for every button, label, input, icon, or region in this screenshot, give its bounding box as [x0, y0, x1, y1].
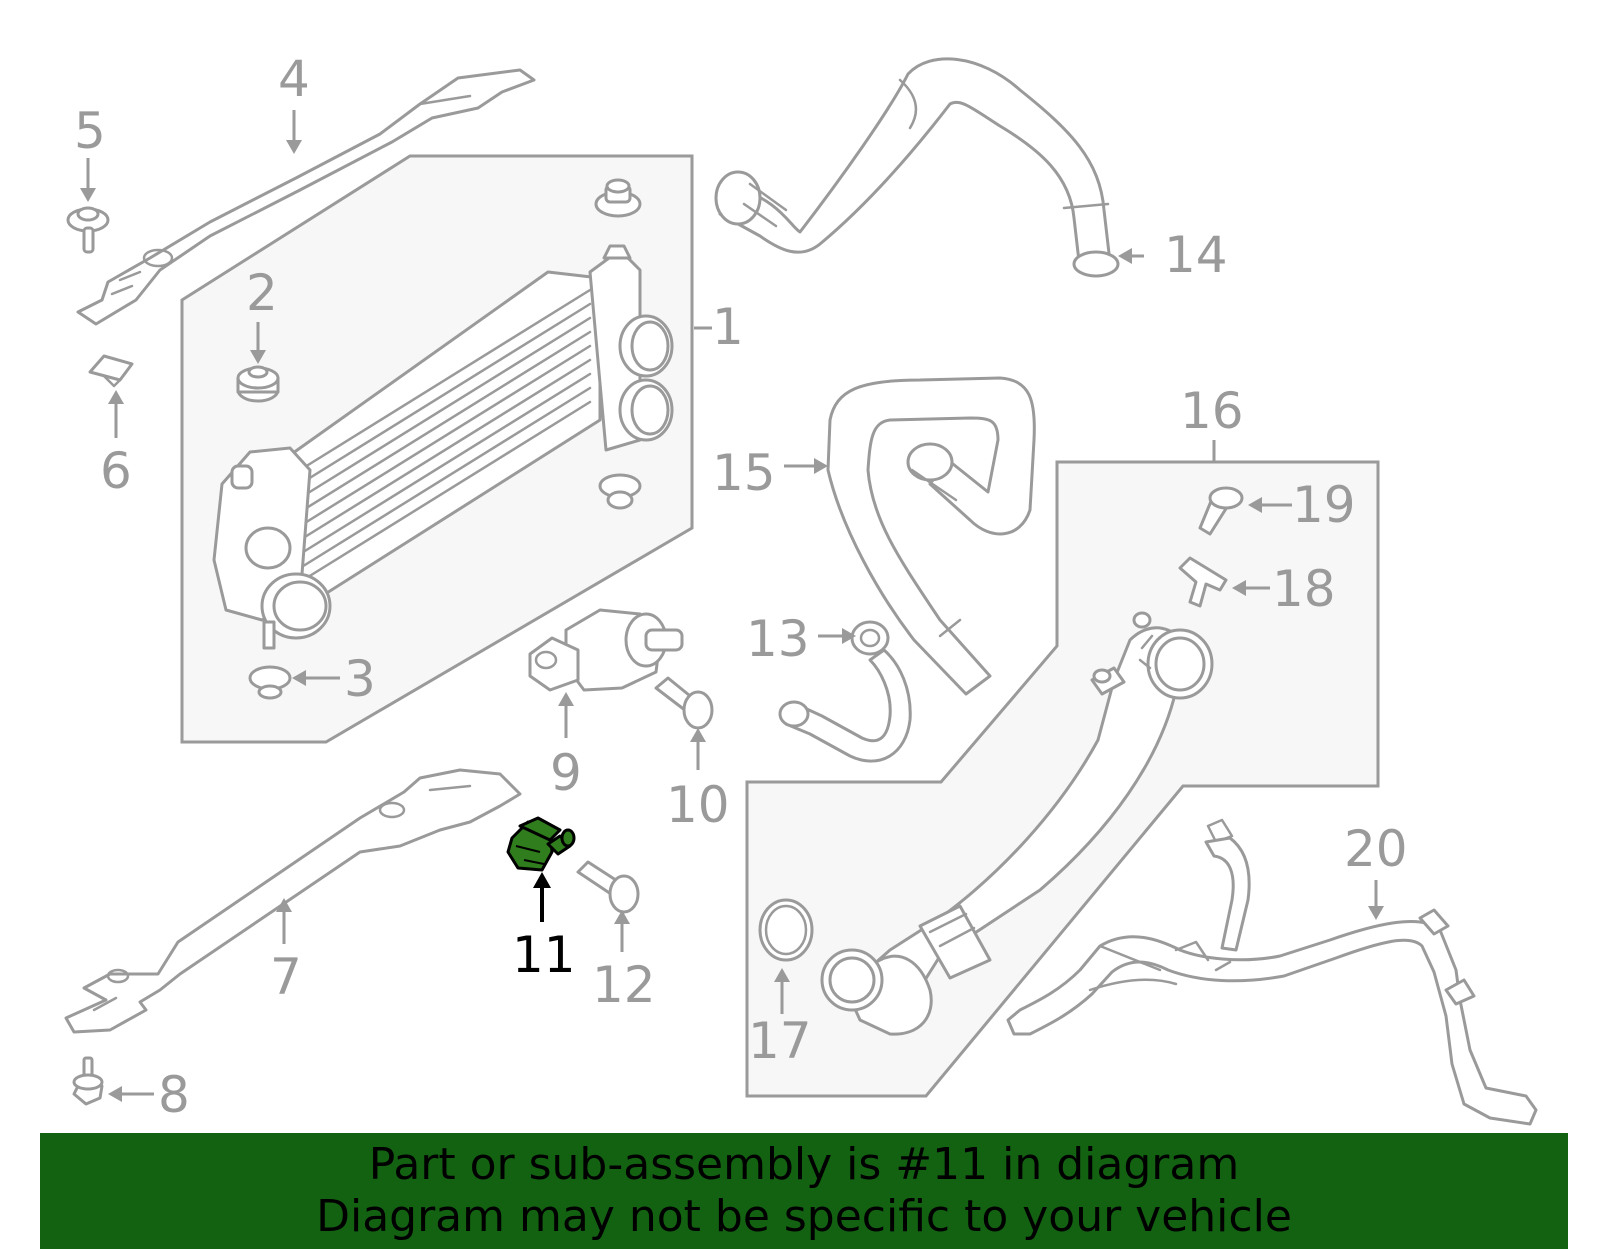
- callout-1: 1: [712, 298, 744, 356]
- insulator-part-3: [248, 665, 292, 700]
- callout-15: 15: [712, 444, 776, 502]
- lower-bracket-part: [64, 768, 522, 1034]
- info-banner: Part or sub-assembly is #11 in diagram D…: [40, 1133, 1568, 1249]
- callout-2: 2: [246, 264, 278, 322]
- callout-11: 11: [512, 926, 576, 984]
- upper-bracket-part: [76, 68, 536, 326]
- callout-5: 5: [74, 102, 106, 160]
- mount-top-part: [594, 178, 642, 218]
- upper-hose-part-14: [714, 57, 1120, 278]
- intercooler-part: [212, 244, 674, 650]
- callout-4: 4: [278, 50, 310, 108]
- tube-part-13: [778, 620, 912, 763]
- callout-18: 18: [1272, 560, 1336, 618]
- callout-13: 13: [746, 610, 810, 668]
- bolt-part-12: [576, 860, 640, 914]
- banner-line-disclaimer: Diagram may not be specific to your vehi…: [316, 1191, 1292, 1242]
- callout-14: 14: [1164, 226, 1228, 284]
- callout-20: 20: [1344, 820, 1408, 878]
- callout-7: 7: [270, 948, 302, 1006]
- outlet-pipe-part-16: [820, 611, 1214, 1036]
- bolt-part-8: [72, 1056, 104, 1106]
- callout-16: 16: [1180, 382, 1244, 440]
- callout-6: 6: [100, 442, 132, 500]
- bolt-part-19: [1198, 486, 1244, 536]
- valve-part-9: [528, 608, 684, 692]
- callout-17: 17: [748, 1012, 812, 1070]
- harness-part-20: [1006, 818, 1538, 1126]
- insulator-part-2: [236, 365, 280, 403]
- leader-line-11: [533, 872, 551, 922]
- highlighted-part-11[interactable]: [506, 816, 576, 872]
- callout-8: 8: [158, 1066, 190, 1124]
- bolt-part-5: [66, 206, 110, 254]
- bolt-part-10: [654, 676, 714, 730]
- banner-line-part-number: Part or sub-assembly is #11 in diagram: [368, 1139, 1240, 1190]
- clip-part-6: [88, 354, 134, 388]
- clip-part-18: [1178, 556, 1228, 608]
- mount-bottom-part: [598, 473, 642, 510]
- callout-10: 10: [666, 776, 730, 834]
- group-box-outlet-pipe: [745, 460, 1380, 1098]
- oring-part-17: [758, 898, 814, 962]
- callout-19: 19: [1292, 476, 1356, 534]
- callout-labels: 1 2 3 4 5 6 7 8 9 10 11 12 13 14 15 16 1…: [74, 50, 1408, 1124]
- leader-lines: [80, 110, 1384, 1102]
- callout-3: 3: [344, 650, 376, 708]
- loop-hose-part-15: [826, 376, 1036, 696]
- callout-12: 12: [592, 956, 656, 1014]
- callout-9: 9: [550, 744, 582, 802]
